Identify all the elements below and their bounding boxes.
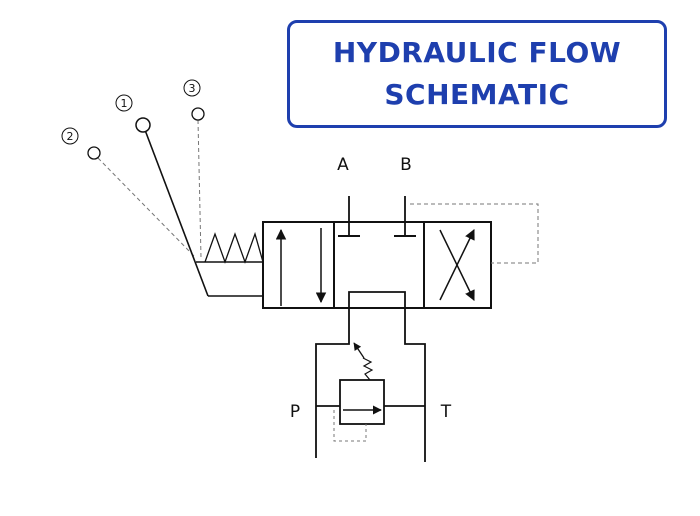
lever-1-label: 1 — [121, 97, 128, 110]
lever-3-label: 3 — [189, 82, 196, 95]
lever-1-knob — [135, 117, 151, 133]
directional-valve — [262, 196, 492, 309]
lever-2-marker — [61, 127, 79, 145]
lever-2-label: 2 — [67, 130, 74, 143]
title-line-2: SCHEMATIC — [384, 78, 570, 111]
supply-lines — [315, 308, 426, 462]
title-line-1: HYDRAULIC FLOW — [332, 36, 622, 69]
relief-valve — [333, 342, 385, 442]
lever-2-knob — [87, 146, 101, 160]
port-p-label: P — [290, 402, 300, 422]
lever-position-2: 2 — [61, 127, 197, 259]
pilot-line — [410, 203, 539, 264]
spring-icon — [204, 231, 264, 264]
lever-position-3: 3 — [183, 79, 205, 259]
port-b-label: B — [400, 155, 412, 175]
lever-3-marker — [183, 79, 201, 97]
title-box: HYDRAULIC FLOW SCHEMATIC — [287, 20, 667, 128]
relief-spring-icon — [362, 357, 374, 381]
port-a-label: A — [337, 155, 349, 175]
lever-position-1: 1 — [115, 94, 209, 297]
port-t-label: T — [440, 402, 452, 422]
lever-1-marker — [115, 94, 133, 112]
lever-3-knob — [191, 107, 205, 121]
